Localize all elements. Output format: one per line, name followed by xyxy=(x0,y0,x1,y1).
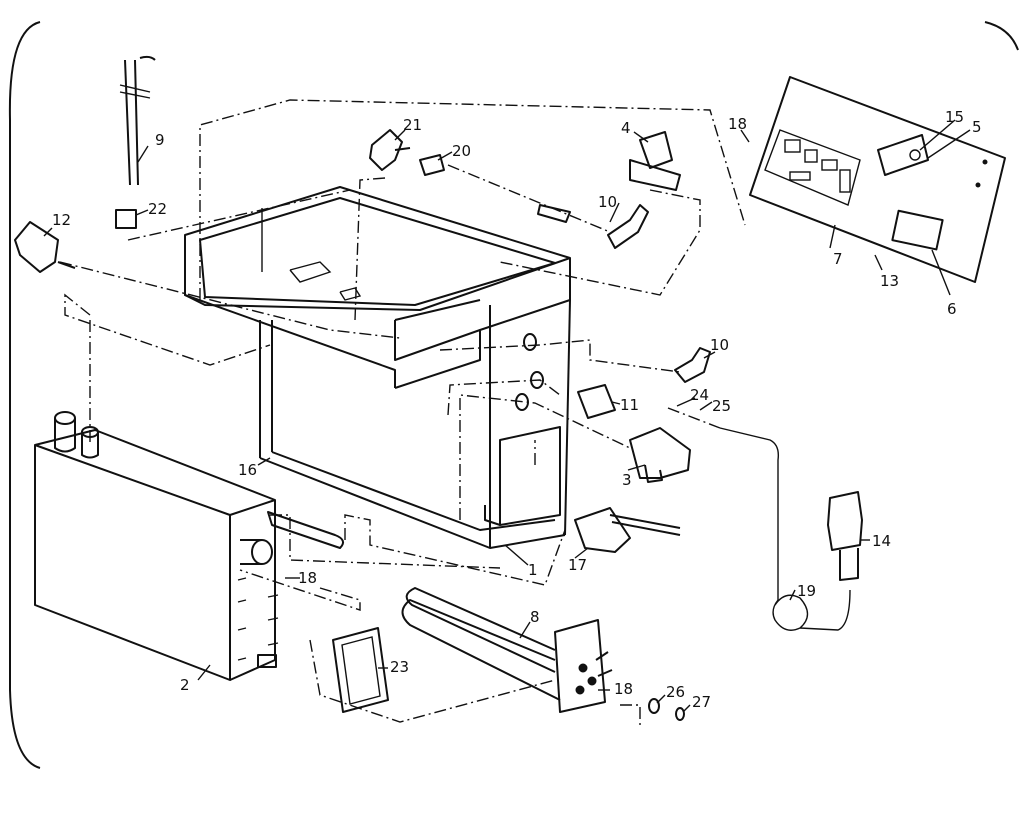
wire-harness-9 xyxy=(119,55,156,186)
leader-lines xyxy=(43,119,971,713)
gasket xyxy=(332,627,389,713)
pressure-switch-14 xyxy=(827,491,863,581)
clip-22 xyxy=(115,209,137,229)
label-21: 21 xyxy=(403,116,422,134)
sensor-12 xyxy=(14,221,76,273)
cabinet xyxy=(184,186,571,549)
label-22: 22 xyxy=(148,200,167,218)
label-10b: 10 xyxy=(710,336,729,354)
page-border-top xyxy=(984,21,1019,51)
label-6: 6 xyxy=(947,300,957,318)
label-20: 20 xyxy=(452,142,471,160)
bushing-11 xyxy=(577,384,616,419)
callout-labels: 1 2 3 4 5 6 7 8 9 10 10 11 12 13 14 15 1… xyxy=(52,108,982,711)
label-17: 17 xyxy=(568,556,587,574)
label-15: 15 xyxy=(945,108,964,126)
label-19: 19 xyxy=(797,582,816,600)
label-24: 24 xyxy=(690,386,709,404)
elbow-10-lower xyxy=(674,347,711,383)
boiler-tank xyxy=(34,411,345,681)
label-12: 12 xyxy=(52,211,71,229)
label-10a: 10 xyxy=(598,193,617,211)
fitting-20 xyxy=(419,154,445,176)
washers-26-27 xyxy=(648,698,685,721)
connector-lines xyxy=(59,99,746,728)
label-11: 11 xyxy=(620,396,639,414)
label-16: 16 xyxy=(238,461,257,479)
label-26: 26 xyxy=(666,683,685,701)
ball-valve-17 xyxy=(574,507,681,553)
valve-3 xyxy=(629,427,691,483)
label-14: 14 xyxy=(872,532,891,550)
label-9: 9 xyxy=(155,131,165,149)
label-2: 2 xyxy=(180,676,190,694)
label-18a: 18 xyxy=(728,115,747,133)
label-18c: 18 xyxy=(614,680,633,698)
label-18b: 18 xyxy=(298,569,317,587)
label-23: 23 xyxy=(390,658,409,676)
solenoid-valve-4 xyxy=(629,131,681,191)
label-27: 27 xyxy=(692,693,711,711)
label-7: 7 xyxy=(833,250,843,268)
label-13: 13 xyxy=(880,272,899,290)
page-border xyxy=(8,21,41,769)
capillary-19 xyxy=(719,427,851,631)
label-8: 8 xyxy=(530,608,540,626)
control-panel xyxy=(749,76,1006,283)
fitting-near-10 xyxy=(537,204,571,223)
heating-element xyxy=(401,587,613,713)
elbow-10-upper xyxy=(607,204,649,249)
label-3: 3 xyxy=(622,471,632,489)
label-4: 4 xyxy=(621,119,631,137)
elbow-21 xyxy=(369,129,411,171)
label-5: 5 xyxy=(972,118,982,136)
label-25: 25 xyxy=(712,397,731,415)
label-1: 1 xyxy=(528,561,538,579)
